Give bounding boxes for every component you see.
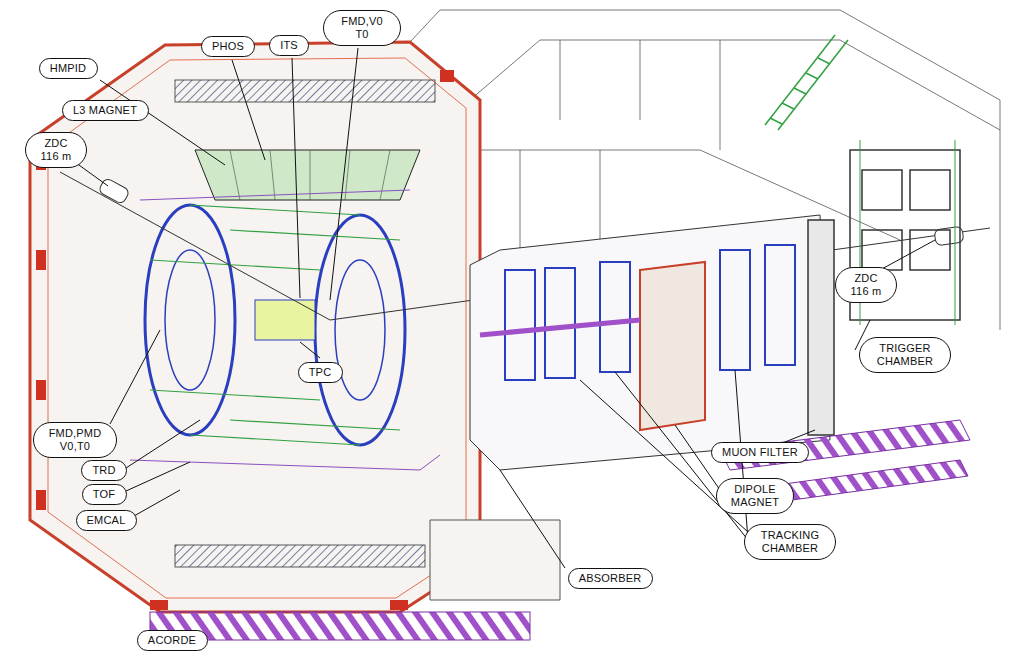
- label-text: DIPOLE MAGNET: [729, 483, 781, 508]
- staircase: [765, 35, 848, 130]
- label-text: FMD,PMD V0,T0: [46, 427, 104, 452]
- label-text: ZDC 116 m: [38, 137, 74, 162]
- callout-label: FMD,PMD V0,T0: [33, 422, 117, 458]
- dipole-magnet: [640, 262, 705, 430]
- coil-bottom: [175, 545, 425, 567]
- label-text: PHOS: [212, 40, 244, 53]
- l3-magnet-yoke: [30, 42, 480, 612]
- label-text: ABSORBER: [579, 572, 642, 585]
- label-text: EMCAL: [87, 514, 126, 527]
- label-text: ITS: [280, 39, 298, 52]
- l3-magnet-inner: [48, 58, 466, 598]
- label-text: FMD,V0 T0: [336, 15, 388, 40]
- callout-label: L3 MAGNET: [62, 100, 149, 121]
- callout-label: TRD: [81, 460, 127, 481]
- muon-arm-frame: [470, 215, 830, 470]
- callout-label: FMD,V0 T0: [323, 10, 401, 46]
- callout-label: TOF: [82, 484, 127, 505]
- callout-label: ACORDE: [137, 630, 208, 651]
- beam-pipe: [480, 320, 640, 335]
- label-text: TRIGGER CHAMBER: [872, 342, 938, 367]
- label-text: TRD: [92, 464, 115, 477]
- support-frame: [130, 190, 440, 470]
- callout-label: ZDC 116 m: [835, 267, 897, 303]
- phos-ribs: [230, 150, 390, 200]
- coil-top: [175, 80, 435, 102]
- callout-label: MUON FILTER: [711, 442, 809, 463]
- label-text: ACORDE: [148, 634, 196, 647]
- label-text: TRACKING CHAMBER: [757, 529, 823, 554]
- label-text: TPC: [309, 366, 332, 379]
- label-text: TOF: [93, 488, 115, 501]
- label-text: L3 MAGNET: [73, 104, 137, 117]
- callout-label: PHOS: [201, 36, 255, 57]
- callout-label: ABSORBER: [568, 568, 653, 589]
- label-text: ZDC 116 m: [848, 272, 884, 297]
- absorber-support: [430, 520, 560, 600]
- callout-label: TPC: [298, 362, 343, 383]
- phos-module: [195, 150, 420, 200]
- barrel-staves: [150, 205, 400, 445]
- callout-label: ZDC 116 m: [25, 132, 87, 168]
- label-text: MUON FILTER: [722, 446, 798, 459]
- callout-label: ITS: [269, 35, 309, 56]
- yoke-blocks: [36, 70, 454, 610]
- tpc-wheels: [145, 205, 405, 445]
- callout-label: HMPID: [39, 58, 98, 79]
- muon-filter: [808, 220, 834, 435]
- callout-label: DIPOLE MAGNET: [716, 478, 794, 514]
- callout-label: TRIGGER CHAMBER: [859, 337, 951, 373]
- callout-label: TRACKING CHAMBER: [744, 524, 836, 560]
- callout-label: EMCAL: [76, 510, 137, 531]
- label-text: HMPID: [50, 62, 86, 75]
- its-barrel: [255, 300, 315, 340]
- leader-lines: [72, 48, 935, 568]
